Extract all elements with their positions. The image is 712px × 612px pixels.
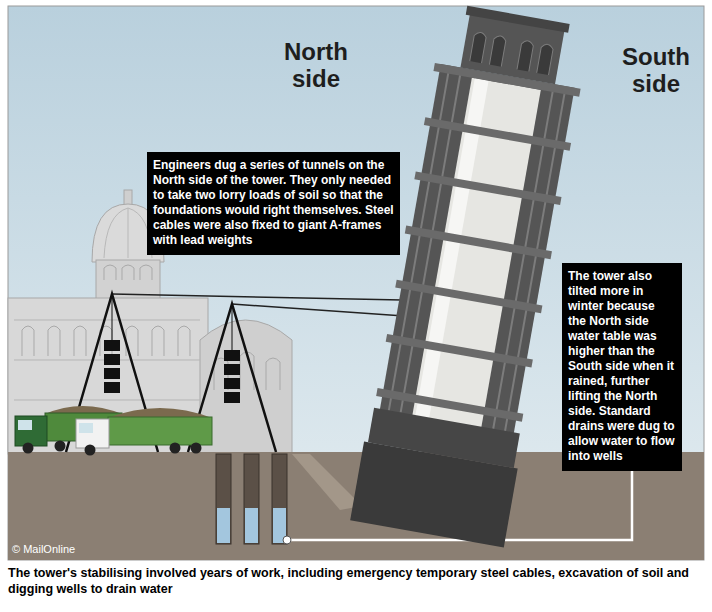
- wheel: [191, 443, 202, 454]
- callout-box: The tower also tilted more in winter bec…: [562, 263, 682, 471]
- wheel: [85, 445, 96, 456]
- gallery-band: [414, 171, 561, 205]
- side-label: South side: [610, 43, 702, 97]
- wheel: [55, 441, 66, 452]
- gallery-band: [386, 334, 533, 368]
- well: [272, 454, 287, 544]
- callout-box: Engineers dug a series of tunnels on the…: [147, 152, 400, 255]
- wells: [216, 454, 287, 544]
- steel-cable: [112, 294, 402, 300]
- caption: The tower's stabilising involved years o…: [8, 565, 706, 597]
- a-frames: [66, 294, 404, 452]
- callout-text: The tower also tilted more in winter bec…: [568, 269, 676, 464]
- lead-weight: [104, 354, 120, 365]
- rope: [232, 304, 233, 350]
- watermark: © MailOnline: [12, 543, 75, 555]
- side-label: North side: [270, 38, 362, 92]
- wheel: [23, 443, 34, 454]
- well: [244, 454, 259, 544]
- arches: [22, 326, 190, 356]
- lead-weight: [224, 378, 240, 389]
- leader-dot: [283, 536, 291, 544]
- lead-weight: [104, 382, 120, 393]
- rope: [112, 294, 113, 340]
- sky: [8, 6, 704, 560]
- steel-cable: [232, 304, 404, 316]
- belfry-top: [466, 6, 570, 33]
- tunnel: [292, 454, 362, 510]
- dome-ribs: [104, 208, 152, 258]
- well-water: [217, 508, 230, 543]
- gallery-band: [395, 280, 542, 314]
- lead-weight: [104, 368, 120, 379]
- lead-weight: [104, 340, 120, 351]
- callout-text: Engineers dug a series of tunnels on the…: [153, 158, 394, 248]
- cab: [76, 419, 109, 448]
- well: [216, 454, 231, 544]
- tower-base: [368, 408, 520, 468]
- tower-body: [374, 64, 575, 467]
- lead-weight: [224, 392, 240, 403]
- drum-arches: [104, 265, 152, 280]
- cornices: [14, 320, 200, 400]
- trailer: [108, 417, 212, 445]
- cab-window: [79, 423, 93, 433]
- apse: [200, 320, 292, 454]
- gallery-band: [405, 226, 552, 260]
- drum: [96, 260, 160, 302]
- lead-weight: [224, 350, 240, 361]
- belfry-arches: [470, 32, 554, 75]
- well-water: [245, 508, 258, 543]
- gallery-band: [424, 117, 571, 151]
- lorries: [15, 406, 212, 456]
- cab: [15, 416, 47, 446]
- wheel: [170, 443, 181, 454]
- leaning-tower: [350, 1, 595, 547]
- cab-window: [18, 420, 32, 430]
- lead-weight: [224, 364, 240, 375]
